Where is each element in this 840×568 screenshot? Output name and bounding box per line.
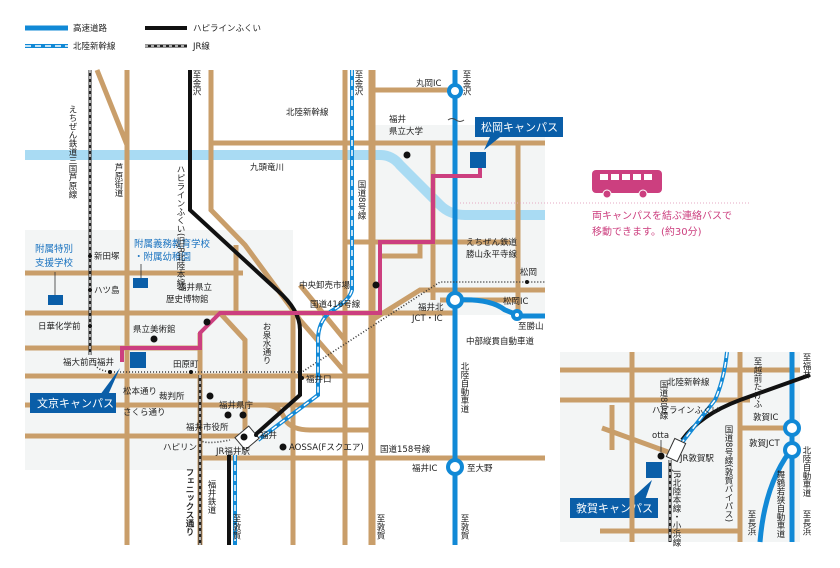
katsuyama-line-label: えちぜん鉄道 [466, 237, 518, 248]
station-tawaramachi: 田原町 [173, 360, 199, 370]
to-fukui: 至福井 [801, 353, 811, 379]
chubu-expressway-label: 中部縦貫自動車道 [466, 336, 535, 347]
hapiline-track [188, 70, 302, 437]
fukuikita-jct-marker [446, 291, 464, 309]
kuzuryu-label: 九頭竜川 [250, 162, 284, 173]
tsuruga-hokuriku-exp-label: 北陸自動車道 [801, 446, 811, 498]
happiring-label: ハピリン [163, 443, 197, 453]
station-nikka: 日華化学前 [38, 321, 81, 332]
to-ono: 至大野 [467, 463, 493, 474]
matsuoka-campus-marker[interactable] [470, 152, 486, 168]
pref-office-label: 福井県庁 [219, 400, 254, 411]
city-office-label: 福井市役所 [186, 422, 229, 433]
matsuoka-campus-label[interactable]: 松岡キャンパス [481, 120, 558, 134]
to-nagahama: 至長浜 [801, 510, 811, 536]
bunkyo-campus-label-box[interactable] [30, 393, 116, 413]
legend-expressway-label: 高速道路 [73, 23, 108, 34]
bunkyo-campus-marker[interactable] [130, 352, 146, 368]
museum-label: 歴史博物館 [166, 294, 209, 305]
to-tsuruga: 至敦賀 [459, 514, 469, 540]
maruoka-ic-label: 丸岡IC [416, 78, 442, 89]
art-museum-label: 県立美術館 [133, 324, 176, 335]
maruoka-ic-marker [447, 83, 463, 99]
bus-icon [592, 170, 662, 199]
matsuoka-ic-label: 松岡IC [503, 296, 529, 307]
shuttle-bus-route [120, 166, 482, 362]
to-katsuyama: 至勝山 [518, 321, 544, 332]
aossa-label: AOSSA(Fスクエア) [289, 443, 364, 453]
tokubetsu-school-label: 附属特別 [35, 243, 73, 255]
shinkansen-label: 北陸新幹線 [286, 107, 329, 118]
fukuikita-label: 福井北 [418, 302, 444, 313]
station-fukui: 福井 [260, 430, 277, 441]
tsuruga-jct-label: 敦賀JCT [749, 438, 780, 449]
pref-univ-label: 福井 [389, 114, 406, 125]
fukui-tetsudo-label: 福井鉄道 [206, 479, 216, 515]
station-hachijima: ハツ島 [94, 285, 120, 296]
maizuru-exp-label: 舞鶴若狭自動車道 [775, 469, 785, 539]
kuzuryu-river [25, 150, 545, 220]
fukui-ic-marker [446, 458, 464, 476]
matsumoto-label: 松本通り [123, 386, 157, 397]
sakura-label: さくら通り [123, 407, 166, 418]
court-label: 裁判所 [159, 391, 185, 402]
to-nagahama: 至長浜 [746, 510, 756, 536]
bus-note-line1: 両キャンパスを結ぶ連絡バスで [592, 209, 732, 222]
fukuikita-label: JCT・IC [411, 314, 443, 324]
station-matsuoka: 松岡 [520, 267, 537, 278]
to-tsuruga: 至敦賀 [231, 514, 241, 540]
station-shindenzuka: 新田塚 [94, 251, 120, 262]
gimu-school-label: 附属義務教育学校 [134, 238, 211, 250]
to-tsuruga: 至敦賀 [375, 514, 385, 540]
gimu-school-label: ・附属幼稚園 [134, 251, 191, 263]
gimu-school-marker [133, 278, 148, 288]
echizen-mikuni-label: えちぜん鉄道三国芦原線 [67, 105, 77, 199]
station-jr-fukui: JR福井駅 [215, 446, 250, 457]
katsuyama-line-label: 勝山永平寺線 [466, 249, 518, 260]
bunkyo-campus-label[interactable]: 文京キャンパス [37, 396, 114, 410]
museum-label: 福井県立 [178, 282, 213, 293]
hapiline-old-label: ハピラインふくい(旧JR北陸本線) [175, 165, 185, 291]
legend-jr-label: JR線 [192, 41, 210, 52]
tsuruga-campus-label[interactable]: 敦賀キャンパス [576, 501, 653, 515]
awara-kaido-label: 芦原街道 [113, 162, 123, 198]
to-kanazawa: 至金沢 [461, 70, 471, 96]
tsuruga-ic-label: 敦賀IC [753, 412, 779, 423]
matsuoka-campus-label-box[interactable] [475, 117, 563, 137]
route8-label: 国道8号線 [356, 180, 366, 219]
legend-hapiline-label: ハピラインふくい [193, 24, 261, 34]
station-fukuiguchi: 福井口 [306, 374, 332, 385]
tsuruga-campus-label-box[interactable] [570, 498, 658, 518]
hokuriku-expressway-label: 北陸自動車道 [459, 362, 469, 414]
to-kanazawa: 至金沢 [353, 70, 363, 96]
tsuruga-route8-label: 国道8号線 [658, 380, 668, 419]
market-label: 中央卸売市場 [299, 280, 351, 291]
jr-line-label: JR北陸本線・小浜線 [671, 469, 681, 546]
bus-note-line2: 移動できます。(約30分) [592, 225, 702, 238]
tsuruga-campus-marker[interactable] [646, 462, 662, 478]
tsuruga-shinkansen-label: 北陸新幹線 [667, 377, 710, 388]
tokubetsu-school-label: 支援学校 [35, 257, 74, 269]
route158-label: 国道158号線 [380, 444, 431, 455]
phoenix-label: フェニックス通り [184, 468, 194, 537]
oshozu-label: お泉水通り [261, 322, 271, 365]
tsuruga-bypass-label: 国道8号線(敦賀バイパス) [723, 425, 733, 522]
jr-tsuruga-station-label: JR敦賀駅 [679, 453, 714, 464]
pref-univ-label: 県立大学 [389, 126, 424, 137]
tsuruga-inset-map [560, 351, 811, 543]
station-fukudai: 福大前西福井 [63, 357, 114, 368]
route416-label: 国道416号線 [310, 299, 361, 310]
matsuoka-ic-marker [511, 309, 523, 321]
otta-label: otta [652, 431, 669, 441]
tokubetsu-school-marker [48, 295, 63, 305]
legend-shinkansen-label: 北陸新幹線 [73, 41, 116, 52]
fukui-ic-label: 福井IC [412, 463, 438, 474]
legend: 高速道路 ハピラインふくい 北陸新幹線 JR線 [25, 23, 261, 52]
tsuruga-hapiline-label: ハピラインふくい [652, 406, 720, 416]
to-kanazawa: 至金沢 [191, 70, 201, 96]
to-echizen-takefu: 至越前たけふ [752, 357, 762, 408]
